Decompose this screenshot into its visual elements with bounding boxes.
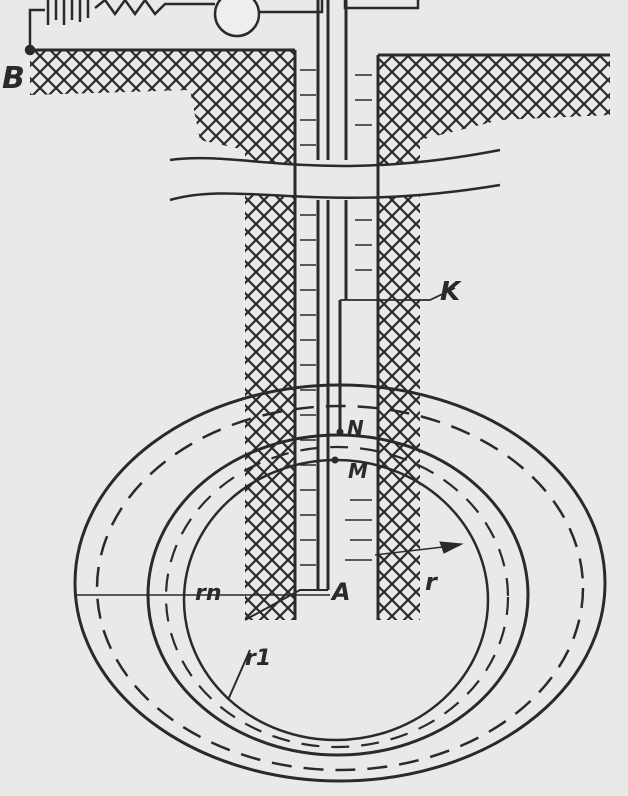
surface-circuit [24, 0, 420, 56]
ground-layer [30, 48, 610, 620]
battery-icon [46, 0, 90, 25]
equipotential-shells [73, 383, 607, 783]
label-r1: r1 [245, 646, 271, 671]
label-k: K [440, 277, 462, 307]
label-r: r [425, 568, 439, 596]
label-m: M [348, 459, 368, 483]
label-rn: rn [195, 581, 222, 606]
label-b: B [2, 61, 25, 96]
label-a: A [330, 578, 351, 606]
meter-icon [213, 0, 261, 38]
label-n: N [347, 416, 364, 440]
borehole [244, 0, 456, 621]
resistor-icon [94, 0, 215, 17]
